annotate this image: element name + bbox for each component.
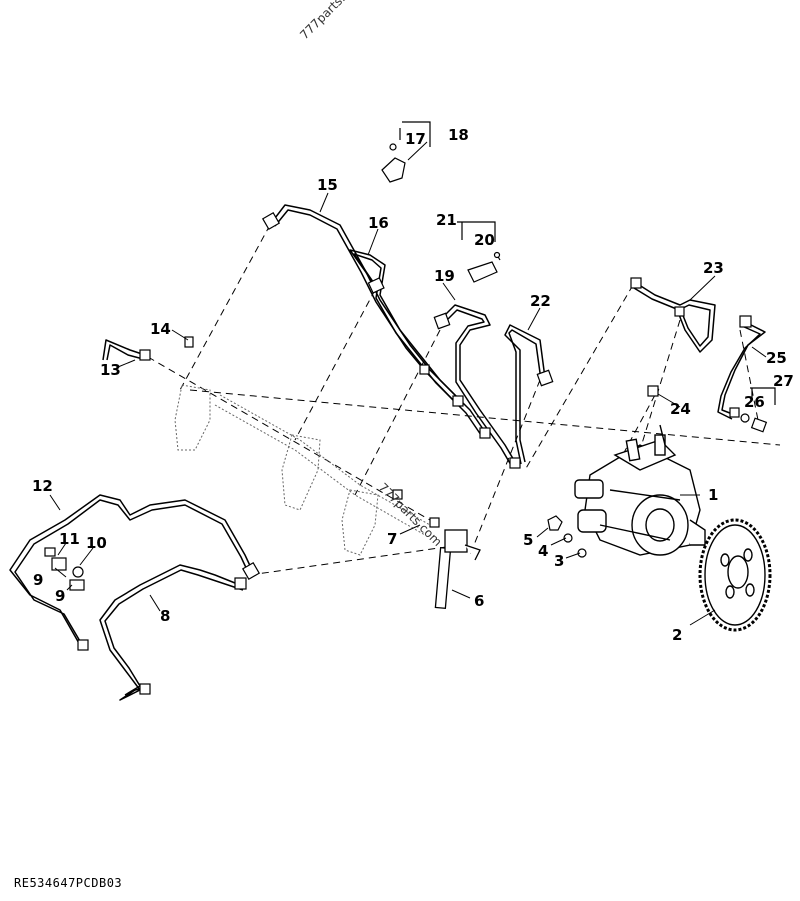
callout-7: 7 <box>387 530 397 548</box>
figure-code: RE534647PCDB03 <box>14 876 123 890</box>
callout-15: 15 <box>317 176 338 194</box>
callout-4: 4 <box>538 542 548 560</box>
callout-14: 14 <box>150 320 171 338</box>
injectors-ghost <box>174 384 431 556</box>
fuel-line-12 <box>9 494 253 646</box>
callout-6: 6 <box>474 592 484 610</box>
drive-gear <box>698 518 772 632</box>
shutoff-solenoid <box>434 529 481 610</box>
line-fittings <box>77 211 752 695</box>
callout-24: 24 <box>670 400 691 418</box>
callout-1: 1 <box>708 486 718 504</box>
callout-25: 25 <box>766 349 787 367</box>
callout-16: 16 <box>368 214 389 232</box>
fuel-line-8 <box>99 564 241 701</box>
callout-11: 11 <box>59 530 80 548</box>
callout-5: 5 <box>523 531 533 549</box>
small-hardware <box>44 143 768 591</box>
fuel-line-13 <box>102 339 146 361</box>
callout-19: 19 <box>434 267 455 285</box>
callout-13: 13 <box>100 361 121 379</box>
callout-2: 2 <box>672 626 682 644</box>
injection-pump <box>574 424 706 556</box>
watermark: 777parts. <box>297 0 348 42</box>
callout-labels: 1 2 3 4 5 6 7 8 9 9 10 11 12 13 14 15 16… <box>32 126 794 644</box>
fuel-line-16 <box>349 249 486 433</box>
callout-17: 17 <box>405 130 426 148</box>
callout-9a: 9 <box>33 571 43 589</box>
callout-21: 21 <box>436 211 457 229</box>
fuel-lines <box>9 204 766 701</box>
callout-20: 20 <box>474 231 495 249</box>
callout-9b: 9 <box>55 587 65 605</box>
callout-8: 8 <box>160 607 170 625</box>
callout-22: 22 <box>530 292 551 310</box>
callout-26: 26 <box>744 393 765 411</box>
callout-12: 12 <box>32 477 53 495</box>
fuel-line-19 <box>439 304 516 463</box>
callout-18: 18 <box>448 126 469 144</box>
callout-3: 3 <box>554 552 564 570</box>
fuel-line-25 <box>721 321 766 416</box>
fuel-line-23 <box>635 282 716 353</box>
callout-23: 23 <box>703 259 724 277</box>
callout-10: 10 <box>86 534 107 552</box>
callout-leaders <box>49 141 767 626</box>
fuel-line-22 <box>504 324 546 463</box>
callout-27: 27 <box>773 372 794 390</box>
assembly-guide-lines <box>147 224 781 576</box>
callout-brackets <box>399 121 776 405</box>
